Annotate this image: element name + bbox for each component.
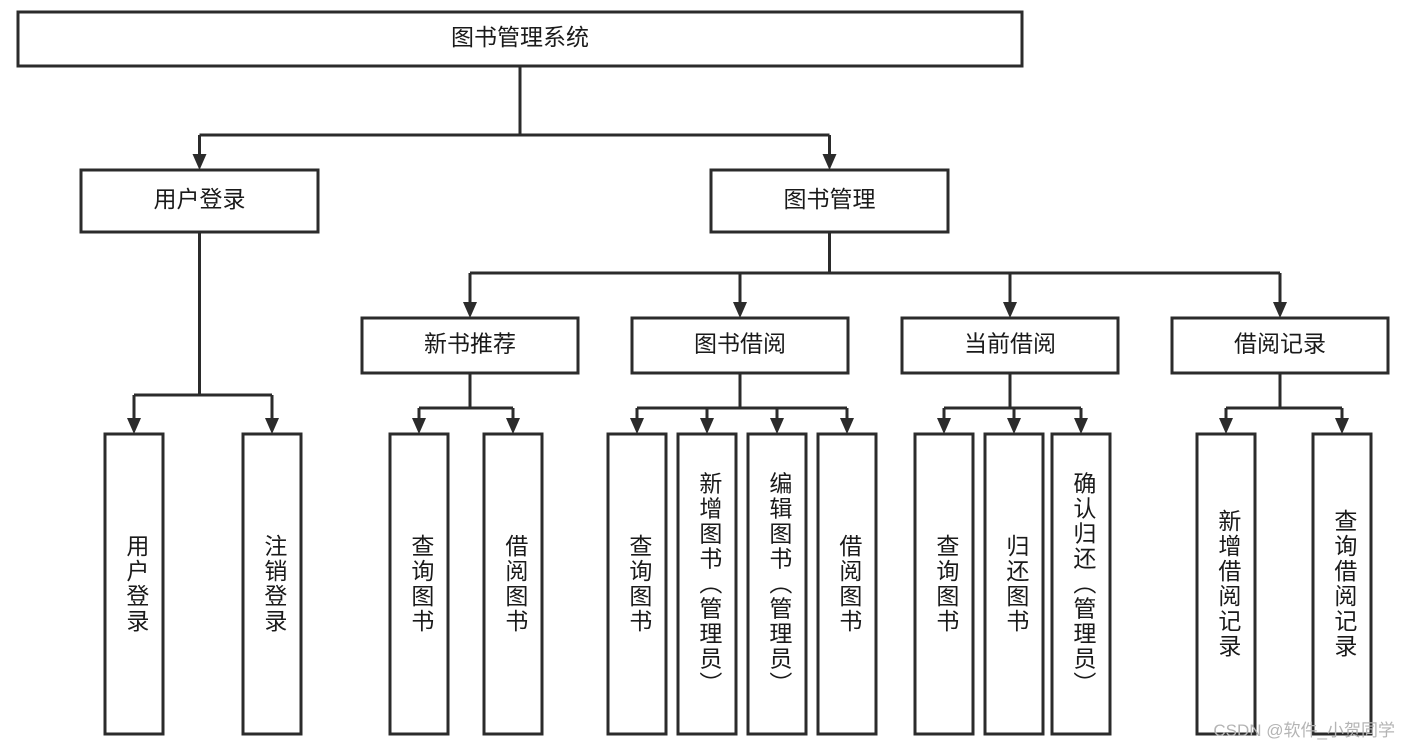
node-borrow-record[interactable]: 借阅记录 bbox=[1170, 316, 1390, 375]
node-label-leaf-add-record: 新增借阅记录 bbox=[1215, 509, 1242, 659]
node-box-leaf-user-login bbox=[103, 432, 165, 736]
node-label-root: 图书管理系统 bbox=[451, 24, 589, 50]
arrow-head-icon bbox=[1335, 418, 1349, 434]
node-leaf-add-record[interactable]: 新增借阅记录 bbox=[1195, 432, 1257, 736]
node-leaf-borrow-book-2[interactable]: 借阅图书 bbox=[816, 432, 878, 736]
node-book-borrow[interactable]: 图书借阅 bbox=[630, 316, 850, 375]
arrow-head-icon bbox=[937, 418, 951, 434]
arrow-head-icon bbox=[822, 154, 837, 170]
arrow-head-icon bbox=[127, 418, 141, 434]
node-label-leaf-borrow-book-1: 借阅图书 bbox=[502, 534, 529, 634]
arrow-head-icon bbox=[1074, 418, 1088, 434]
node-box-leaf-query-record bbox=[1311, 432, 1373, 736]
node-box-leaf-user-logout bbox=[241, 432, 303, 736]
node-box-leaf-confirm-return bbox=[1050, 432, 1112, 736]
node-box-leaf-query-book-3 bbox=[913, 432, 975, 736]
node-book-manage[interactable]: 图书管理 bbox=[709, 168, 950, 234]
node-label-leaf-query-book-3: 查询图书 bbox=[933, 534, 960, 634]
node-label-leaf-user-login: 用户登录 bbox=[123, 534, 150, 634]
node-box-borrow-record bbox=[1170, 316, 1390, 375]
arrow-head-icon bbox=[630, 418, 644, 434]
node-leaf-edit-book[interactable]: 编辑图书（管理员） bbox=[746, 432, 808, 736]
node-label-book-manage: 图书管理 bbox=[784, 186, 876, 212]
node-label-new-book-rec: 新书推荐 bbox=[424, 331, 516, 357]
node-label-user-login: 用户登录 bbox=[154, 186, 246, 212]
node-box-current-borrow bbox=[900, 316, 1120, 375]
node-box-leaf-query-book-2 bbox=[606, 432, 668, 736]
connector-layer bbox=[127, 66, 1349, 434]
arrow-head-icon bbox=[770, 418, 784, 434]
node-box-root bbox=[16, 10, 1024, 68]
node-label-leaf-edit-book: 编辑图书（管理员） bbox=[766, 472, 793, 697]
node-leaf-query-book-3[interactable]: 查询图书 bbox=[913, 432, 975, 736]
node-label-leaf-query-record: 查询借阅记录 bbox=[1331, 509, 1358, 659]
arrow-head-icon bbox=[412, 418, 426, 434]
node-new-book-rec[interactable]: 新书推荐 bbox=[360, 316, 580, 375]
node-label-leaf-query-book-2: 查询图书 bbox=[626, 534, 653, 634]
node-label-leaf-return-book: 归还图书 bbox=[1003, 534, 1030, 634]
arrow-head-icon bbox=[1219, 418, 1233, 434]
node-leaf-confirm-return[interactable]: 确认归还（管理员） bbox=[1050, 432, 1112, 736]
node-label-leaf-query-book-1: 查询图书 bbox=[408, 534, 435, 634]
arrow-head-icon bbox=[840, 418, 854, 434]
node-label-leaf-add-book: 新增图书（管理员） bbox=[696, 472, 723, 697]
node-leaf-return-book[interactable]: 归还图书 bbox=[983, 432, 1045, 736]
node-current-borrow[interactable]: 当前借阅 bbox=[900, 316, 1120, 375]
node-box-book-manage bbox=[709, 168, 950, 234]
node-leaf-query-book-1[interactable]: 查询图书 bbox=[388, 432, 450, 736]
arrow-head-icon bbox=[1003, 302, 1017, 318]
node-label-leaf-borrow-book-2: 借阅图书 bbox=[836, 534, 863, 634]
node-label-leaf-user-logout: 注销登录 bbox=[261, 534, 288, 634]
node-layer: 图书管理系统用户登录图书管理新书推荐图书借阅当前借阅借阅记录用户登录注销登录查询… bbox=[16, 10, 1390, 736]
node-label-borrow-record: 借阅记录 bbox=[1234, 331, 1326, 357]
node-box-leaf-add-record bbox=[1195, 432, 1257, 736]
node-leaf-user-login[interactable]: 用户登录 bbox=[103, 432, 165, 736]
arrow-head-icon bbox=[1007, 418, 1021, 434]
watermark-text: CSDN @软件_小贺同学 bbox=[1213, 721, 1395, 740]
arrow-head-icon bbox=[700, 418, 714, 434]
node-box-user-login bbox=[79, 168, 320, 234]
node-box-leaf-query-book-1 bbox=[388, 432, 450, 736]
node-box-leaf-borrow-book-2 bbox=[816, 432, 878, 736]
node-leaf-add-book[interactable]: 新增图书（管理员） bbox=[676, 432, 738, 736]
node-box-leaf-add-book bbox=[676, 432, 738, 736]
node-leaf-user-logout[interactable]: 注销登录 bbox=[241, 432, 303, 736]
arrow-head-icon bbox=[463, 302, 477, 318]
node-box-new-book-rec bbox=[360, 316, 580, 375]
arrow-head-icon bbox=[265, 418, 279, 434]
node-box-leaf-borrow-book-1 bbox=[482, 432, 544, 736]
node-label-leaf-confirm-return: 确认归还（管理员） bbox=[1070, 472, 1097, 697]
node-leaf-borrow-book-1[interactable]: 借阅图书 bbox=[482, 432, 544, 736]
node-box-book-borrow bbox=[630, 316, 850, 375]
node-root[interactable]: 图书管理系统 bbox=[16, 10, 1024, 68]
node-label-current-borrow: 当前借阅 bbox=[964, 331, 1056, 357]
node-leaf-query-record[interactable]: 查询借阅记录 bbox=[1311, 432, 1373, 736]
arrow-head-icon bbox=[192, 154, 207, 170]
node-box-leaf-edit-book bbox=[746, 432, 808, 736]
node-box-leaf-return-book bbox=[983, 432, 1045, 736]
arrow-head-icon bbox=[1273, 302, 1287, 318]
node-user-login[interactable]: 用户登录 bbox=[79, 168, 320, 234]
arrow-head-icon bbox=[733, 302, 747, 318]
arrow-head-icon bbox=[506, 418, 520, 434]
node-leaf-query-book-2[interactable]: 查询图书 bbox=[606, 432, 668, 736]
node-label-book-borrow: 图书借阅 bbox=[694, 331, 786, 357]
